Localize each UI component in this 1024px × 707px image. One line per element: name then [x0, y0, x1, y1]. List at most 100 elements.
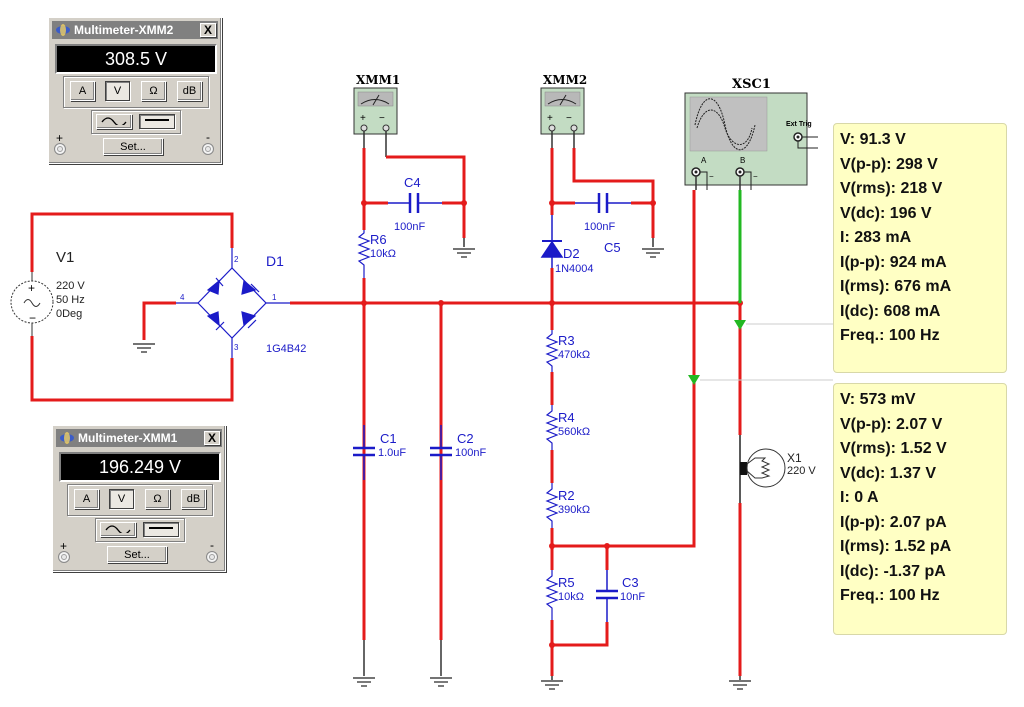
plus-terminal-jack[interactable] — [58, 551, 70, 563]
wire-v1-loop[interactable] — [30, 212, 234, 402]
resistor-r6[interactable] — [357, 230, 371, 278]
c1-name: C1 — [380, 431, 397, 446]
mode-voltmeter-button[interactable]: V — [105, 81, 130, 101]
probe-reading: I(p-p): 2.07 pA — [840, 513, 947, 531]
mode-decibel-button[interactable]: dB — [181, 489, 206, 509]
dc-line-icon — [149, 527, 173, 529]
diode-d2[interactable] — [540, 215, 564, 268]
probe-reading: V: 91.3 V — [840, 131, 906, 148]
probe-reading: Freq.: 100 Hz — [840, 587, 940, 604]
xmm1-instrument[interactable]: + − — [353, 87, 398, 135]
probe-reading: I(rms): 676 mA — [840, 278, 952, 295]
waveform-group — [95, 518, 185, 542]
dc-mode-button[interactable] — [143, 522, 179, 537]
set-button[interactable]: Set... — [107, 546, 167, 563]
v1-voltage: 220 V — [56, 280, 85, 292]
resistor-r5[interactable] — [545, 570, 559, 620]
mode-ammeter-button[interactable]: A — [74, 489, 99, 509]
xmm1-name: XMM1 — [356, 73, 400, 87]
xmm2-name: XMM2 — [543, 73, 587, 87]
d1-model: 1G4B42 — [266, 343, 306, 355]
capacitor-c5[interactable] — [575, 193, 631, 213]
plus-terminal-label: + — [56, 131, 64, 145]
ac-mode-button[interactable] — [100, 522, 136, 537]
sine-wave-icon — [105, 525, 131, 535]
svg-text:−: − — [709, 172, 714, 181]
multimeter-xmm1-panel[interactable]: Multimeter-XMM1 X 196.249 V A V Ω dB + S… — [52, 425, 226, 572]
ac-mode-button[interactable] — [96, 114, 132, 129]
probe-reading: I: 283 mA — [840, 229, 912, 246]
multimeter-titlebar[interactable]: Multimeter-XMM1 X — [56, 429, 222, 447]
r4-value: 560kΩ — [558, 426, 590, 438]
r4-name: R4 — [558, 410, 575, 425]
probe-info-box-2[interactable]: V: 573 mV V(p-p): 2.07 V V(rms): 1.52 V … — [833, 383, 1007, 635]
wire-bridge-ground[interactable] — [142, 301, 176, 340]
r3-value: 470kΩ — [558, 349, 590, 361]
probe-reading: Freq.: 100 Hz — [840, 327, 940, 344]
minus-terminal-jack[interactable] — [202, 143, 214, 155]
d1-pin-1: 1 — [272, 293, 277, 302]
multimeter-xmm2-panel[interactable]: Multimeter-XMM2 X 308.5 V A V Ω dB + Set… — [48, 17, 222, 164]
minus-terminal-jack[interactable] — [206, 551, 218, 563]
capacitor-c1[interactable] — [353, 425, 375, 480]
resistor-r4[interactable] — [545, 405, 559, 450]
c2-name: C2 — [457, 431, 474, 446]
d1-pin-4: 4 — [180, 293, 185, 302]
capacitor-c4[interactable] — [388, 193, 442, 213]
multimeter-titlebar[interactable]: Multimeter-XMM2 X — [52, 21, 218, 39]
probe-reading: I: 0 A — [840, 489, 879, 506]
close-button[interactable]: X — [200, 23, 216, 37]
ext-trig-label: Ext Trig — [786, 121, 812, 128]
waveform-group — [91, 110, 181, 134]
probe-reading: V(p-p): 2.07 V — [840, 415, 943, 433]
multimeter-display: 308.5 V — [55, 44, 217, 74]
r6-value: 10kΩ — [370, 248, 396, 260]
mode-ohmmeter-button[interactable]: Ω — [141, 81, 166, 101]
svg-text:A: A — [701, 156, 707, 165]
capacitor-c2[interactable] — [430, 425, 452, 480]
dc-mode-button[interactable] — [139, 114, 175, 129]
mode-group: A V Ω dB — [63, 76, 209, 108]
xsc1-name: XSC1 — [732, 77, 771, 92]
svg-text:−: − — [566, 113, 572, 124]
c2-value: 100nF — [455, 447, 486, 459]
mode-decibel-button[interactable]: dB — [177, 81, 202, 101]
v1-phase: 0Deg — [56, 308, 82, 320]
svg-text:B: B — [740, 156, 745, 165]
ground-icon — [540, 680, 564, 690]
probe-reading: I(rms): 1.52 pA — [840, 538, 952, 555]
mode-ammeter-button[interactable]: A — [70, 81, 95, 101]
set-button[interactable]: Set... — [103, 138, 163, 155]
minus-terminal-label: - — [206, 130, 210, 144]
resistor-r3[interactable] — [545, 330, 559, 372]
plus-terminal-jack[interactable] — [54, 143, 66, 155]
bridge-rectifier-d1[interactable] — [176, 248, 290, 358]
probe-reading: V: 573 mV — [840, 391, 916, 408]
x1-value: 220 V — [787, 465, 816, 477]
mode-voltmeter-button[interactable]: V — [109, 489, 134, 509]
ground-icon — [641, 248, 665, 258]
minus-terminal-label: - — [210, 538, 214, 552]
resistor-r2[interactable] — [545, 483, 559, 528]
lamp-x1[interactable] — [739, 435, 786, 503]
close-button[interactable]: X — [204, 431, 220, 445]
v1-source[interactable]: + − — [10, 272, 54, 336]
svg-text:−: − — [379, 113, 385, 124]
ground-icon — [132, 343, 156, 353]
capacitor-c3[interactable] — [596, 570, 618, 622]
probe-marker-1[interactable] — [734, 320, 746, 330]
mode-ohmmeter-button[interactable]: Ω — [145, 489, 170, 509]
oscilloscope-xsc1[interactable]: A B − − — [684, 92, 818, 190]
probe-reading: V(rms): 1.52 V — [840, 440, 947, 457]
probe-info-box-1[interactable]: V: 91.3 V V(p-p): 298 V V(rms): 218 V V(… — [833, 123, 1007, 373]
svg-text:+: + — [360, 113, 366, 124]
xmm2-instrument[interactable]: + − — [540, 87, 585, 135]
svg-text:+: + — [28, 281, 35, 295]
r2-value: 390kΩ — [558, 504, 590, 516]
ground-icon — [429, 677, 453, 687]
d2-model: 1N4004 — [555, 263, 594, 275]
probe-marker-2[interactable] — [688, 375, 700, 385]
v1-frequency: 50 Hz — [56, 294, 85, 306]
c3-value: 10nF — [620, 591, 645, 603]
